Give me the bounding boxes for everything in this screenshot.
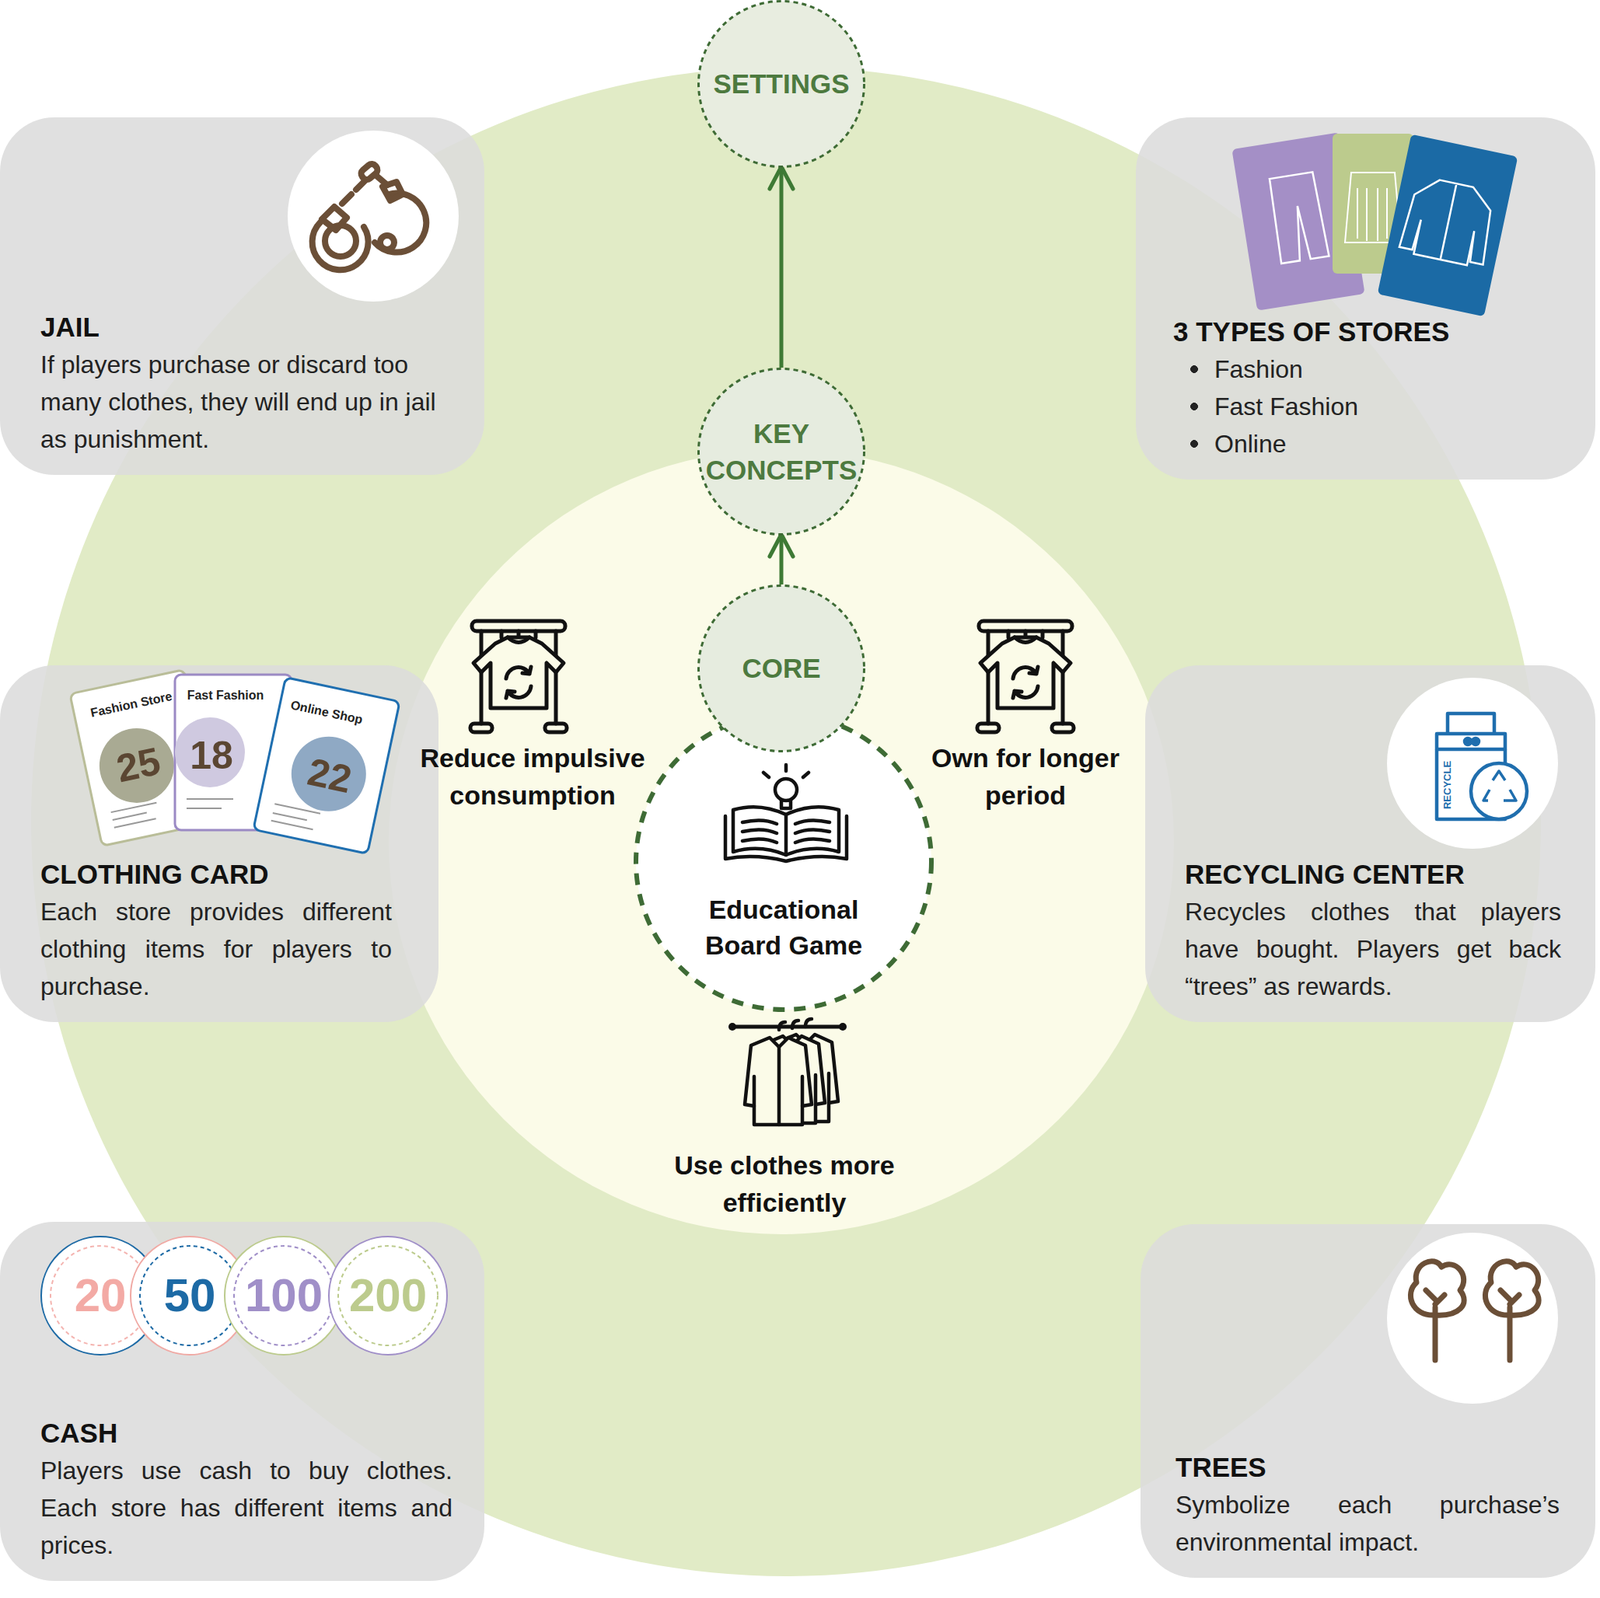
panel-content: TREESSymbolize each purchase’s environme… [1175,1449,1560,1562]
dashed-circle [635,714,932,1010]
bag-label: RECYCLE [1440,761,1455,810]
coin-value: 50 [164,1263,217,1329]
store-cards [1231,132,1518,317]
trees-icon [1410,1261,1539,1361]
cash-coins [41,1236,448,1356]
circle-content: KEY CONCEPTS [697,367,866,536]
panel-heading: 3 TYPES OF STORES [1173,313,1578,351]
panel-content: CASHPlayers use cash to buy clothes. Eac… [40,1414,453,1565]
concept-label: Use clothes more efficiently [652,1147,917,1222]
panel-heading: CASH [40,1414,453,1453]
clothing-cards [69,670,400,855]
dashed-circle [698,586,865,752]
panel-body: If players purchase or discard too many … [40,345,467,458]
rack-icon [977,621,1074,733]
circle-label: SETTINGS [703,65,860,102]
icon-disc [287,130,459,302]
panel-content: RECYCLING CENTERRecycles clothes that pl… [1184,855,1562,1006]
concept-circle: SETTINGS [697,0,866,168]
panel-body: Recycles clothes that players have bough… [1184,893,1562,1006]
concept-circle: KEY CONCEPTS [697,367,866,536]
bullet-item: Online [1173,425,1578,463]
panel-heading: RECYCLING CENTER [1184,855,1562,894]
rack-icon [470,621,567,733]
panel-body: Players use cash to buy clothes. Each st… [40,1452,453,1565]
circle-outline [697,367,866,536]
clothes-rack-icon [728,1019,847,1125]
card-title: Fast Fashion [187,687,265,705]
icon-disc [1386,1233,1559,1405]
circle-content: SETTINGS [697,0,866,168]
coin-value: 200 [349,1263,427,1329]
concept-circle: CORE [697,584,866,753]
card-number: 18 [189,728,234,783]
bullet-item: Fashion [1173,350,1578,388]
circle-label: KEY CONCEPTS [703,415,860,490]
dashed-circle [698,369,865,535]
flow-arrow [779,535,784,585]
panel-content: CLOTHING CARDEach store provides differe… [40,855,392,1006]
book-icon [725,765,847,862]
concept-label: Reduce impulsive consumption [408,740,657,814]
panel-body: Symbolize each purchase’s environmental … [1175,1486,1560,1562]
bullet-item: Fast Fashion [1173,387,1578,426]
circle-label: CORE [703,649,860,687]
panel-body: Each store provides different clothing i… [40,893,392,1006]
dashed-circle [698,1,865,168]
circle-label: Educational Board Game [686,892,881,965]
coin-value: 100 [244,1263,323,1329]
panel-content: JAILIf players purchase or discard too m… [40,308,467,458]
panel-heading: JAIL [40,308,467,346]
coin-value: 20 [74,1263,127,1329]
panel-heading: CLOTHING CARD [40,855,392,894]
panel-heading: TREES [1175,1449,1560,1487]
handcuffs-icon [312,162,427,271]
panel-content: 3 TYPES OF STORESFashionFast FashionOnli… [1173,313,1578,463]
concept-label: Own for longer period [908,740,1143,814]
circle-content: CORE [697,584,866,753]
icon-disc [1386,677,1559,849]
flow-arrow [779,167,784,368]
inner-ring [388,449,1174,1235]
recycle-bag-icon [1436,713,1527,820]
